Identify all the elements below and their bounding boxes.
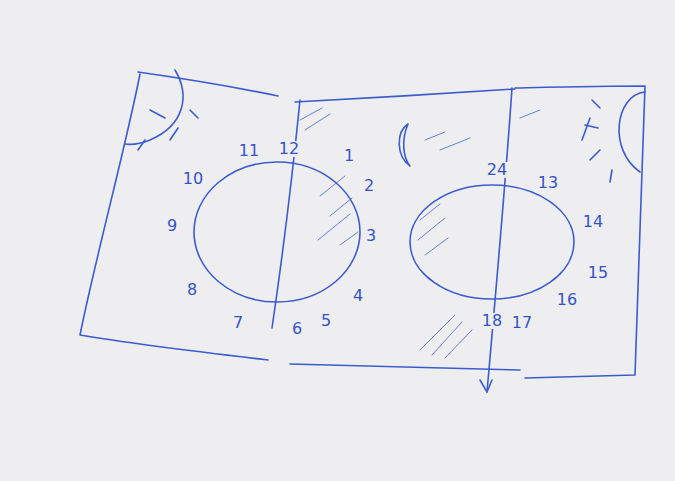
clock-number: 3 (364, 228, 378, 244)
frame-line (515, 86, 645, 378)
clock-number: 24 (485, 162, 509, 178)
clock-number: 5 (319, 313, 333, 329)
frame-line (290, 364, 520, 370)
clock-number: 15 (586, 265, 610, 281)
divider-line (487, 88, 512, 392)
clock-number: 14 (581, 214, 605, 230)
hatching (300, 108, 540, 358)
frame-line (138, 72, 278, 96)
frame-line (80, 74, 268, 360)
clock-number: 7 (231, 315, 245, 331)
clock-face (194, 162, 360, 302)
clock-number: 6 (290, 321, 304, 337)
divider-line (272, 100, 300, 328)
clock-number: 9 (165, 218, 179, 234)
clock-face (410, 185, 574, 299)
clock-number: 10 (181, 171, 205, 187)
clock-number: 17 (510, 315, 534, 331)
arrow-head (480, 380, 492, 392)
moon-symbol (399, 124, 410, 166)
clock-number: 18 (480, 313, 504, 329)
sun-ray (138, 110, 198, 150)
clock-number: 13 (536, 175, 560, 191)
clock-number: 8 (185, 282, 199, 298)
sun-symbol (619, 92, 645, 172)
clock-number: 12 (277, 141, 301, 157)
sun-ray (582, 100, 612, 182)
clock-number: 16 (555, 292, 579, 308)
clock-number: 2 (362, 178, 376, 194)
clock-number: 4 (351, 288, 365, 304)
clock-number: 1 (342, 148, 356, 164)
frame-line (295, 89, 515, 102)
clock-number: 11 (237, 143, 261, 159)
